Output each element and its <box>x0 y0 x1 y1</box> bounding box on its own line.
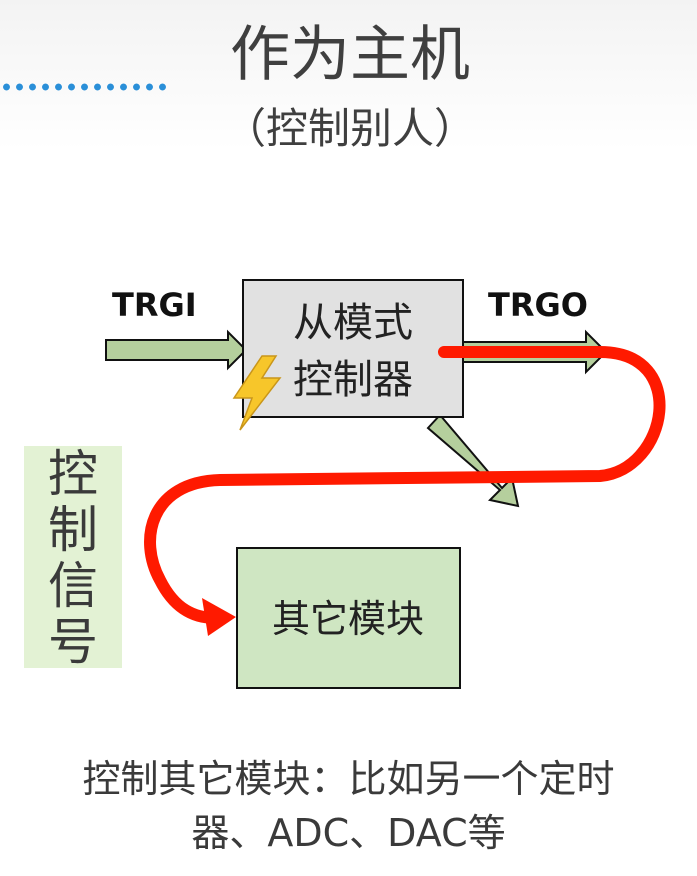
trgi-label: TRGI <box>112 286 197 324</box>
description-text: 控制其它模块：比如另一个定时 器、ADC、DAC等 <box>10 752 687 860</box>
control-signal-path <box>144 346 666 624</box>
description-line1: 控制其它模块：比如另一个定时 <box>82 757 615 801</box>
lightning-icon <box>232 355 282 431</box>
slave-mode-controller-box <box>242 279 464 418</box>
slave-controller-line2: 控制器 <box>293 357 413 403</box>
description-line2: 器、ADC、DAC等 <box>191 811 506 855</box>
control-signal-arrowhead <box>202 598 236 636</box>
diagonal-arrow <box>426 413 520 508</box>
control-signal-char: 制 <box>48 501 98 559</box>
control-signal-char: 控 <box>48 445 98 503</box>
control-signal-label: 控 制 信 号 <box>24 446 122 670</box>
slave-controller-line1: 从模式 <box>293 300 413 346</box>
page-subtitle: （控制别人） <box>223 104 476 153</box>
control-signal-panel <box>24 446 122 668</box>
header-band <box>0 0 697 150</box>
trgi-arrow <box>105 329 248 371</box>
control-signal-char: 号 <box>48 613 98 671</box>
other-module-label: 其它模块 <box>272 597 424 641</box>
control-signal-char: 信 <box>48 557 98 615</box>
dotted-divider <box>0 82 170 92</box>
trgo-label: TRGO <box>488 286 588 324</box>
page-title: 作为主机 <box>230 20 470 90</box>
other-module-box <box>236 547 461 689</box>
